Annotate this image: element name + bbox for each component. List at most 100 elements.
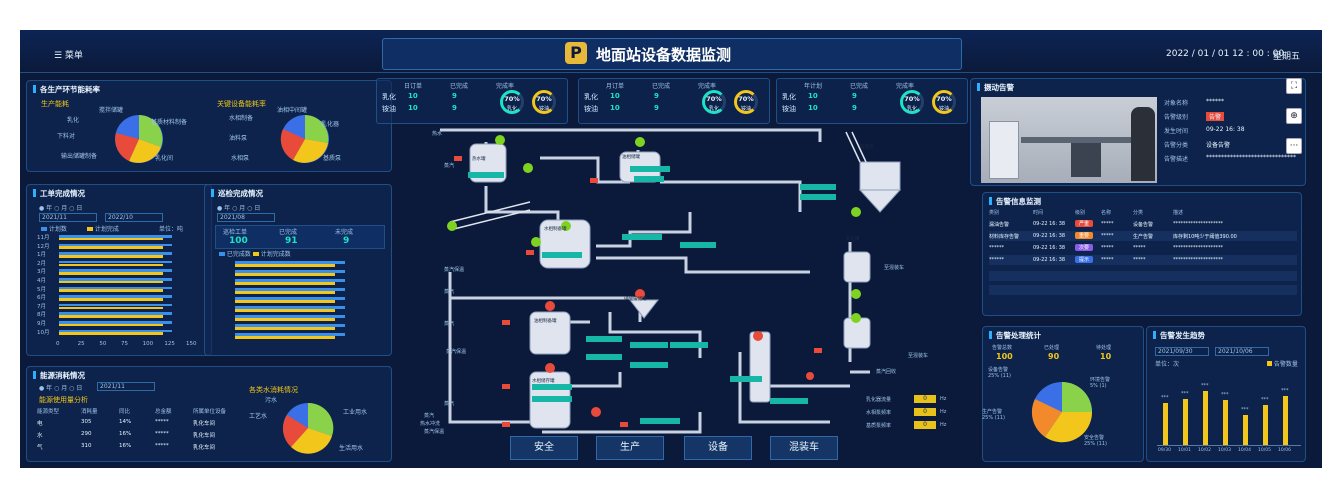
bar-plan [59,321,172,324]
table-row[interactable] [989,231,1297,241]
radio-group[interactable]: ● 年 ○ 月 ○ 日 [39,385,83,392]
trend-bar [1283,395,1288,445]
valve-value: 0 [914,408,936,416]
handle-pie-label: 生产告警 [982,409,1003,415]
trend-x-label: 10/03 [1218,448,1231,453]
process-label: 蒸汽 [444,289,455,295]
bar-category-label: 3月 [37,269,46,276]
pipe-shape [1021,137,1131,143]
handle-stat-value: 100 [996,352,1013,361]
date-to[interactable]: 2022/10 [105,213,163,222]
process-label: 蒸汽 [444,163,455,169]
alarm-field-value: 09-22 16: 38 [1206,126,1245,133]
pie-label: 下料对 [57,133,76,140]
handle-stat-value: 10 [1100,352,1112,361]
consumption-date[interactable]: 2021/11 [97,382,155,391]
nav-button-1[interactable]: 生产 [596,436,664,460]
completion-ring: 70%铵油 [532,90,556,114]
inspect-stat-value: 91 [285,236,298,246]
process-label: 蒸汽保温 [446,349,467,355]
date-single[interactable]: 2021/08 [217,213,275,222]
x-tick: 0 [56,341,60,347]
table-cell: ***** [1101,257,1114,263]
pie-label: 搅拌储罐 [99,107,124,114]
water-label: 工艺水 [249,413,268,420]
radio-group[interactable]: ● 年 ○ 月 ○ 日 [217,205,261,212]
inspect-bar-b [235,309,335,312]
radio-group[interactable]: ● 年 ○ 月 ○ 日 [39,205,83,212]
inspect-bar-b [235,327,335,330]
table-cell: 09-22 16: 38 [1033,233,1066,239]
ring-label: 铵油 [938,106,949,112]
kpi-value: 10 [808,92,818,100]
table-cell: 09-22 16: 38 [1033,245,1066,251]
table-row[interactable] [989,255,1297,265]
kpi-col-header: 完成率 [896,83,915,90]
handle-pie-label: 设备告警 [988,367,1009,373]
inspect-bar-a [235,261,345,264]
bar-plan [59,303,172,307]
table-cell: 16% [119,431,132,437]
key-equipment-pie [280,115,329,163]
bar-done [59,280,163,284]
kpi-value: 9 [654,104,659,112]
kpi-col-header: 年计划 [804,83,823,90]
handle-panel: 告警处理统计 [982,326,1144,462]
kpi-col-header: 已完成 [450,83,469,90]
trend-bar-value: *** [1161,395,1169,401]
table-cell: ***** [1101,233,1114,239]
inspect-bar-a [235,306,345,309]
trend-x-label: 10/01 [1178,448,1191,453]
table-header: 同比 [119,409,131,415]
nav-button-2[interactable]: 设备 [684,436,752,460]
ring-label: 乳化 [906,106,917,112]
pie-label: 乳化器 [321,121,340,128]
nav-button-3[interactable]: 混装车 [770,436,838,460]
valve-label: 乳化器流量 [866,397,892,403]
alarm-field-label: 告警级别 [1164,114,1189,121]
zoom-icon[interactable]: ⊕ [1286,108,1302,124]
kpi-value: 10 [408,104,418,112]
bar-category-label: 11月 [37,235,50,241]
date-from[interactable]: 2021/11 [39,213,97,222]
table-cell: ***** [1101,245,1114,251]
kpi-row-label: 铵油 [382,105,396,113]
trend-x-label: 09/30 [1158,448,1171,453]
table-header: 名称 [1101,210,1112,216]
trend-bar-value: *** [1241,407,1249,413]
camera-snapshot[interactable] [981,97,1157,183]
kpi-row-label: 铵油 [782,105,796,113]
nav-button-0[interactable]: 安全 [510,436,578,460]
inspect-bar-b [235,264,335,267]
trend-bar-value: *** [1281,387,1289,394]
pie-label: 油相中间罐 [277,107,308,114]
menu-button[interactable]: ☰ 菜单 [54,51,83,61]
trend-bar-value: *** [1201,383,1209,389]
more-icon[interactable]: ··· [1286,138,1302,154]
kpi-col-header: 已完成 [652,83,671,90]
kpi-value: 9 [852,92,857,100]
table-cell: ****** [989,245,1004,251]
bar-category-label: 6月 [37,295,46,302]
bar-category-label: 12月 [37,243,50,250]
trend-unit: 单位：次 [1155,361,1180,368]
alarm-level-badge: 次要 [1075,244,1094,251]
legend-plan: 计划数 [41,224,67,233]
frame-icon[interactable]: ⛶ [1286,78,1302,94]
trend-x-label: 10/06 [1278,448,1291,453]
trend-date-from[interactable]: 2021/09/30 [1155,347,1209,356]
handle-stat-label: 待处理 [1096,345,1112,351]
alarm-list-title: 告警信息监测 [989,196,1041,207]
inspect-bar-b [235,336,335,339]
alarm-field-label: 告警分类 [1164,142,1189,149]
trend-date-to[interactable]: 2021/10/06 [1215,347,1269,356]
kpi-col-header: 完成率 [698,83,717,90]
inspect-bar-a [235,315,345,318]
alarm-field-value: ****** [1206,98,1224,105]
kpi-value: 9 [452,92,457,100]
handle-stat-label: 告警总数 [992,345,1013,351]
table-cell: 305 [81,419,92,425]
bar-plan [59,260,172,264]
tank-label: 热水罐 [472,157,486,162]
bar-plan [59,252,172,255]
